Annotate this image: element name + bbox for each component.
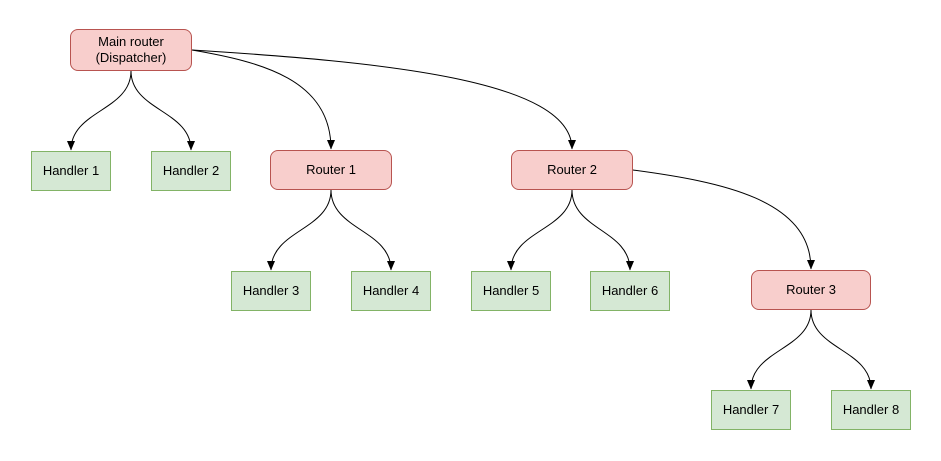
node-handler-7-label: Handler 7 — [722, 402, 780, 417]
edge-main-router-to-handler-2 — [130, 70, 195, 151]
edge-main-router-to-handler-1 — [67, 70, 132, 151]
node-handler-5-label: Handler 5 — [482, 283, 540, 298]
node-router-3-label: Router 3 — [786, 282, 836, 297]
edge-main-router-to-router-1 — [191, 49, 335, 150]
node-handler-8-label: Handler 8 — [842, 402, 900, 417]
edge-router-3-to-handler-7 — [747, 309, 812, 390]
edge-router-1-to-handler-4 — [330, 189, 395, 271]
node-router-1: Router 1 — [270, 150, 392, 190]
edge-router-2-to-handler-6 — [571, 189, 634, 271]
node-handler-8: Handler 8 — [831, 390, 911, 430]
node-handler-4-label: Handler 4 — [362, 283, 420, 298]
node-router-2: Router 2 — [511, 150, 633, 190]
edge-router-3-to-handler-8 — [810, 309, 875, 390]
node-handler-3: Handler 3 — [231, 271, 311, 311]
node-handler-7: Handler 7 — [711, 390, 791, 430]
node-handler-4: Handler 4 — [351, 271, 431, 311]
node-handler-2-label: Handler 2 — [162, 163, 220, 178]
node-router-1-label: Router 1 — [306, 162, 356, 177]
edge-router-2-to-handler-5 — [507, 189, 573, 271]
edge-router-2-to-router-3 — [632, 169, 815, 270]
node-router-3: Router 3 — [751, 270, 871, 310]
node-handler-1: Handler 1 — [31, 151, 111, 191]
node-handler-3-label: Handler 3 — [242, 283, 300, 298]
node-handler-2: Handler 2 — [151, 151, 231, 191]
node-handler-5: Handler 5 — [471, 271, 551, 311]
edge-main-router-to-router-2 — [191, 49, 576, 150]
node-handler-6-label: Handler 6 — [601, 283, 659, 298]
node-main-router: Main router (Dispatcher) — [70, 29, 192, 71]
node-router-2-label: Router 2 — [547, 162, 597, 177]
node-handler-1-label: Handler 1 — [42, 163, 100, 178]
node-handler-6: Handler 6 — [590, 271, 670, 311]
node-main-router-label: Main router (Dispatcher) — [95, 34, 167, 65]
edge-router-1-to-handler-3 — [267, 189, 332, 271]
